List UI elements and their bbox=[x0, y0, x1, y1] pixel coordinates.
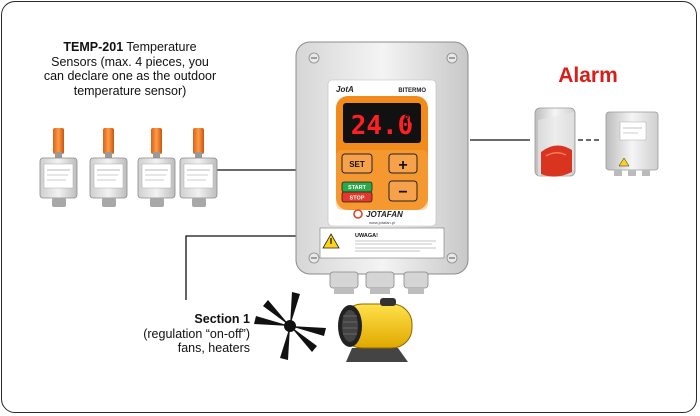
minus-button[interactable]: − bbox=[398, 184, 407, 201]
section-regulation: (regulation “on-off”) bbox=[143, 326, 250, 341]
plus-button[interactable]: + bbox=[398, 157, 407, 174]
sensor-caption: TEMP-201 Temperature Sensors (max. 4 pie… bbox=[40, 40, 220, 98]
company-website: www.jotafan.pl bbox=[369, 220, 395, 225]
section-caption: Section 1 (regulation “on-off”) fans, he… bbox=[110, 312, 250, 356]
company-name: JOTAFAN bbox=[366, 210, 403, 219]
alarm-title: Alarm bbox=[558, 64, 618, 87]
temperature-sensor-3 bbox=[137, 128, 176, 207]
display-unit: °C bbox=[404, 112, 419, 127]
section-title-text: Section 1 bbox=[194, 312, 250, 326]
section-devices: fans, heaters bbox=[177, 341, 250, 355]
temperature-sensor-1 bbox=[39, 128, 78, 207]
alarm-siren bbox=[534, 107, 576, 177]
set-button[interactable]: SET bbox=[349, 160, 365, 169]
start-button[interactable]: START bbox=[348, 185, 367, 191]
temperature-sensor-4 bbox=[179, 128, 218, 207]
section-connection-line bbox=[185, 235, 296, 300]
temperature-display: 24.0 bbox=[351, 111, 414, 141]
warning-title: UWAGA! bbox=[355, 233, 378, 239]
heater-icon bbox=[338, 298, 413, 362]
fan-icon bbox=[254, 292, 326, 360]
brand-logo: JotA bbox=[336, 85, 354, 94]
section-title: Section 1 bbox=[110, 312, 250, 327]
alarm-module bbox=[605, 111, 659, 176]
sensor-description: Temperature Sensors (max. 4 pieces, you … bbox=[43, 40, 217, 98]
temperature-sensor-2 bbox=[89, 128, 128, 207]
stop-button[interactable]: STOP bbox=[350, 196, 365, 202]
model-label: BITERMO bbox=[398, 88, 426, 94]
sensor-model: TEMP-201 bbox=[63, 40, 124, 54]
controller-unit bbox=[295, 41, 469, 294]
